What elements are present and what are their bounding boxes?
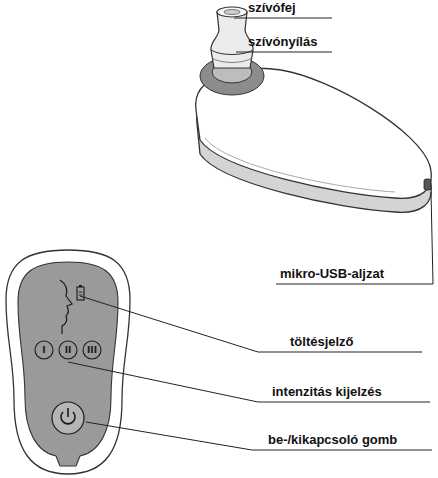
face-icon <box>60 280 72 334</box>
battery-bar <box>79 292 83 293</box>
leader-line <box>234 18 332 19</box>
part-label: intenzitás kijelzés <box>272 384 382 400</box>
part-label: szívónyílás <box>248 34 317 50</box>
leader-line <box>68 362 430 402</box>
battery-bar <box>79 295 83 296</box>
intensity-circle <box>83 341 101 359</box>
nozzle-ring <box>212 58 252 63</box>
intensity-number: I <box>42 344 45 356</box>
leader-line <box>80 296 422 352</box>
part-label-holder: mikro-USB-aljzat <box>280 266 384 282</box>
power-button <box>52 402 84 434</box>
usb-port <box>424 179 431 190</box>
leader-lines <box>68 18 433 450</box>
battery-cap <box>79 285 82 287</box>
part-label: szívófej <box>248 0 296 16</box>
leader-line <box>236 52 332 53</box>
suction-head <box>211 12 253 68</box>
intensity-number-holder: III <box>87 344 97 356</box>
intensity-number: II <box>65 344 72 356</box>
leader-line <box>276 192 433 284</box>
device-edge <box>205 138 395 192</box>
control-panel <box>18 262 118 466</box>
intensity-number-holder: I <box>42 344 45 356</box>
intensity-number: III <box>87 344 97 356</box>
part-label-holder: intenzitás kijelzés <box>272 384 382 400</box>
part-label: be-/kikapcsoló gomb <box>268 432 397 448</box>
part-label: mikro-USB-aljzat <box>280 266 384 282</box>
power-symbol <box>67 408 69 417</box>
nozzle-hole <box>224 10 240 15</box>
intensity-circle <box>35 341 53 359</box>
intensity-circle <box>59 341 77 359</box>
collar <box>200 57 264 95</box>
part-label-holder: szívónyílás <box>248 34 317 50</box>
part-label-holder: szívófej <box>248 0 296 16</box>
nozzle-tip <box>217 7 247 17</box>
battery-icon <box>77 287 84 300</box>
part-label-holder: töltésjelző <box>290 334 354 350</box>
part-label-holder: be-/kikapcsoló gomb <box>268 432 397 448</box>
part-label: töltésjelző <box>290 334 354 350</box>
intensity-number-holder: II <box>65 344 72 356</box>
leader-line <box>86 422 432 450</box>
